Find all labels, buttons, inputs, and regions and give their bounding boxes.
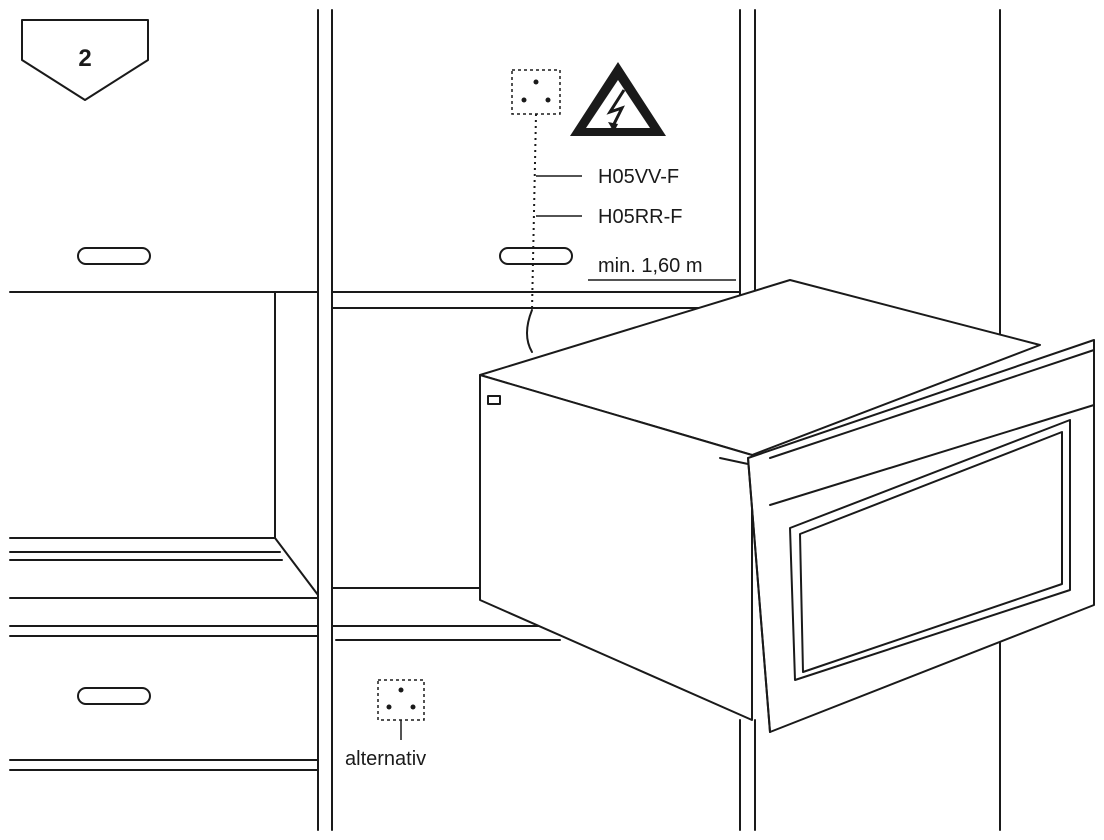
power-socket-icon bbox=[377, 679, 425, 740]
middle-niche bbox=[331, 307, 741, 641]
built-in-appliance bbox=[479, 279, 1095, 733]
step-badge bbox=[21, 19, 149, 101]
alternative-socket-label: alternativ bbox=[345, 748, 426, 770]
drawer-handle bbox=[499, 247, 573, 265]
cabinet-frame bbox=[317, 9, 1001, 831]
lower-left-drawer bbox=[9, 687, 319, 771]
cable-type-label-2: H05RR-F bbox=[598, 206, 682, 228]
electric-hazard-triangle-icon bbox=[570, 62, 666, 136]
power-socket-icon bbox=[511, 69, 561, 115]
upper-left-drawer bbox=[9, 247, 319, 293]
cable-length-label: min. 1,60 m bbox=[598, 255, 702, 277]
drawer-handle bbox=[77, 687, 151, 705]
step-number: 2 bbox=[78, 45, 91, 72]
left-open-drawer bbox=[9, 291, 319, 637]
upper-middle-drawer bbox=[331, 247, 741, 293]
cable-label-leaders bbox=[536, 175, 736, 281]
drawer-handle bbox=[77, 247, 151, 265]
power-cable bbox=[526, 113, 537, 353]
cable-type-label-1: H05VV-F bbox=[598, 166, 679, 188]
